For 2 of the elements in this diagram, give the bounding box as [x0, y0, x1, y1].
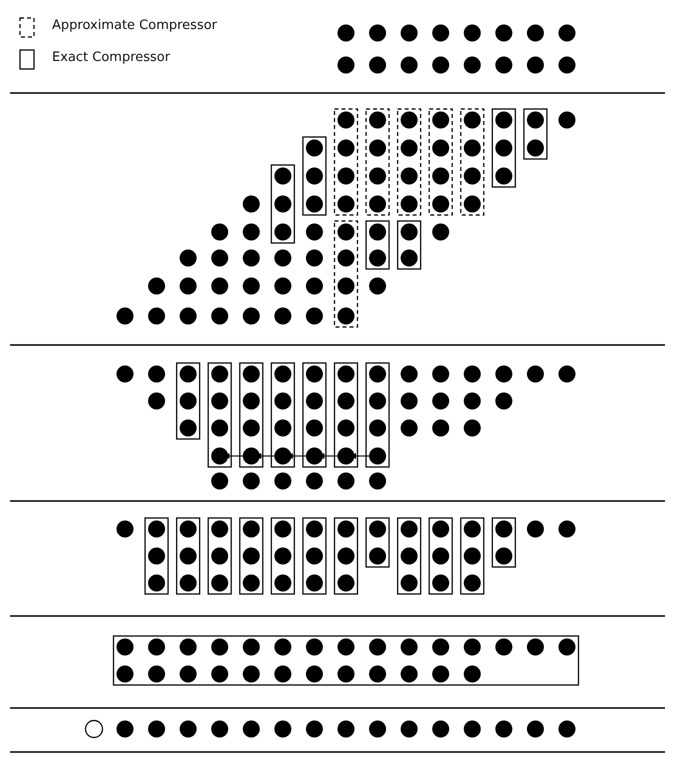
legend-label: Exact Compressor [52, 50, 170, 65]
legend-label: Approximate Compressor [52, 18, 218, 33]
